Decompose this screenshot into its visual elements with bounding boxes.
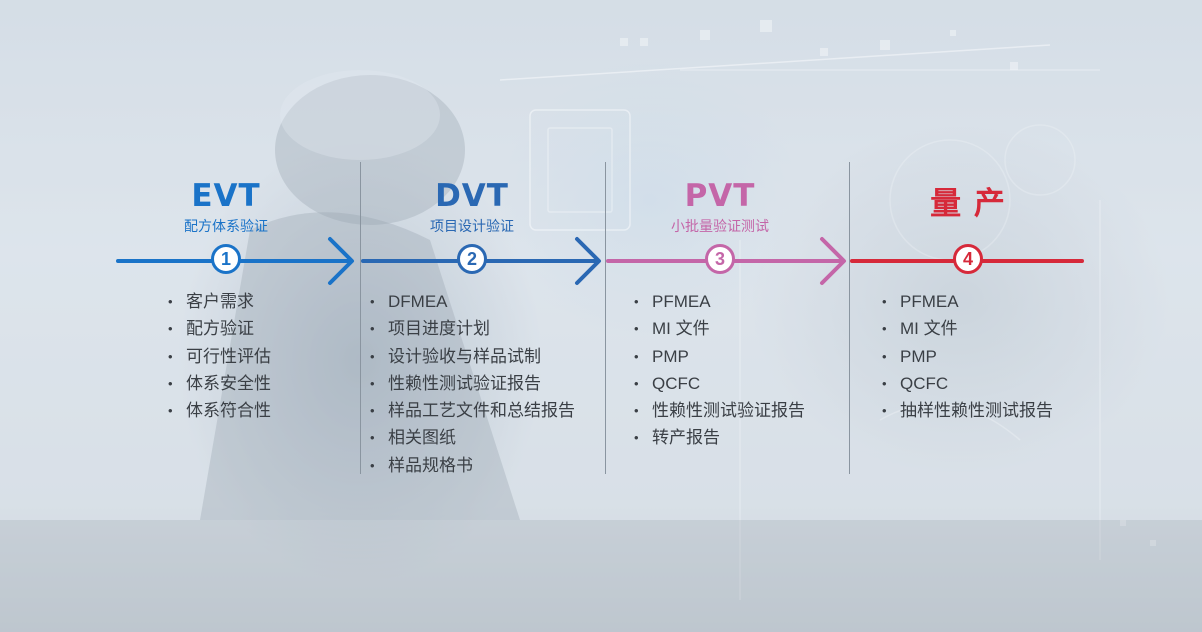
list-item: PFMEA: [882, 288, 1053, 316]
bottom-band: [0, 520, 1202, 632]
list-item: 体系安全性: [168, 370, 271, 398]
list-item: 体系符合性: [168, 397, 271, 425]
list-item: 设计验收与样品试制: [370, 343, 575, 371]
list-item: 性赖性测试验证报告: [370, 370, 575, 398]
stage-title: EVT: [191, 178, 261, 214]
list-item: 转产报告: [634, 424, 805, 452]
list-item: PMP: [634, 343, 805, 371]
stage-title: DVT: [435, 178, 509, 214]
step-number-badge: 3: [705, 244, 735, 274]
step-number-badge: 4: [953, 244, 983, 274]
list-item: 项目进度计划: [370, 315, 575, 343]
list-item: 性赖性测试验证报告: [634, 397, 805, 425]
stage-subtitle: 配方体系验证: [184, 219, 268, 235]
divider-1: [360, 162, 361, 474]
list-item: 样品工艺文件和总结报告: [370, 397, 575, 425]
list-item: 配方验证: [168, 315, 271, 343]
divider-2: [605, 162, 606, 474]
list-item: MI 文件: [882, 315, 1053, 343]
stage-item-list: PFMEA MI 文件 PMP QCFC 抽样性赖性测试报告: [882, 288, 1053, 425]
list-item: PFMEA: [634, 288, 805, 316]
list-item: 相关图纸: [370, 424, 575, 452]
divider-3: [849, 162, 850, 474]
list-item: QCFC: [882, 370, 1053, 398]
stage-title: 量 产: [930, 186, 1006, 222]
list-item: DFMEA: [370, 288, 575, 316]
stage-item-list: DFMEA 项目进度计划 设计验收与样品试制 性赖性测试验证报告 样品工艺文件和…: [370, 288, 575, 479]
stage-title: PVT: [684, 178, 756, 214]
step-number-badge: 2: [457, 244, 487, 274]
stage-subtitle: 项目设计验证: [430, 219, 514, 235]
list-item: 抽样性赖性测试报告: [882, 397, 1053, 425]
step-number-badge: 1: [211, 244, 241, 274]
stage-subtitle: 小批量验证测试: [671, 219, 769, 235]
stage-item-list: PFMEA MI 文件 PMP QCFC 性赖性测试验证报告 转产报告: [634, 288, 805, 452]
stage-item-list: 客户需求 配方验证 可行性评估 体系安全性 体系符合性: [168, 288, 271, 425]
list-item: 客户需求: [168, 288, 271, 316]
list-item: PMP: [882, 343, 1053, 371]
list-item: QCFC: [634, 370, 805, 398]
list-item: 可行性评估: [168, 343, 271, 371]
list-item: MI 文件: [634, 315, 805, 343]
list-item: 样品规格书: [370, 452, 575, 480]
